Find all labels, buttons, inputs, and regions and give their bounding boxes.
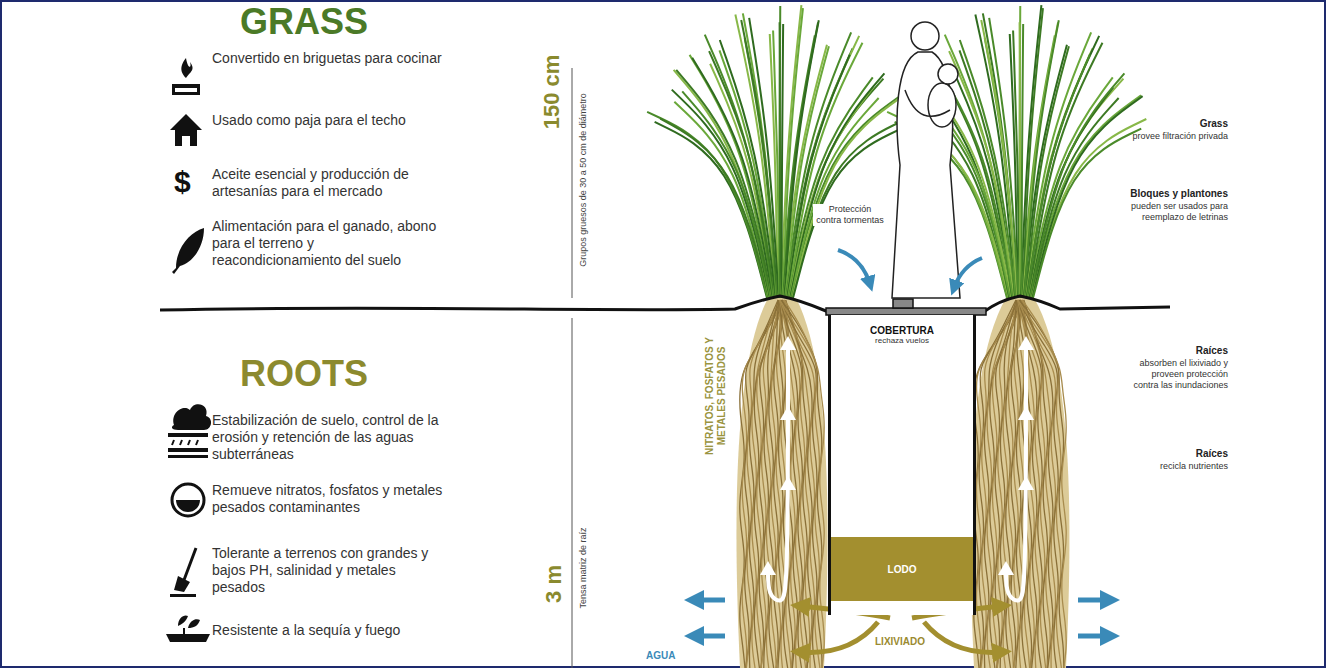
section-heading: GRASS [240,0,368,43]
flow-label: NITRATOS, FOSFATOS Y METALES PESADOS [704,321,728,471]
grass-blade [773,31,780,298]
grass-blade [1031,95,1141,298]
benefit-text: Aceite esencial y producción de artesaní… [212,166,447,200]
grass-blade [1032,96,1142,298]
node-text: COBERTURA [831,325,973,336]
benefit-text: Estabilización de suelo, control de la e… [212,412,447,462]
storm-arrow [838,250,870,284]
ground-line [160,296,1170,311]
benefit-text: Usado como paja para el techo [212,112,447,129]
grass-blade [791,98,878,298]
root-strand [1018,300,1042,668]
uptake-arrow [768,340,788,601]
grass-blade [710,64,772,298]
root-strand [997,300,1022,668]
uptake-arrow [1006,340,1026,601]
arrow-head [1018,476,1034,490]
arrow-head [760,561,776,575]
benefit-text: Convertido en briguetas para cocinar [212,50,447,67]
callout-text: recicla nutrientes [1128,461,1228,472]
root-mass [971,298,1070,668]
callout-text: Protección contra tormentas [813,204,887,226]
dimension-label: 150 cm [539,55,565,130]
root-strand [981,300,1022,668]
pit-cover [826,308,986,315]
sludge-layer: LODO [831,537,973,601]
grass-blade [950,64,1012,298]
arrow-head [1018,336,1034,350]
grass-blade [1019,6,1020,298]
grass-blade [781,24,783,298]
callout-text: absorben el lixiviado y proveen protecci… [1128,358,1228,390]
grass-blade [792,96,902,298]
grass-blade [1032,119,1146,298]
callout-heading: Grass [1128,118,1228,130]
root-strand [780,300,802,668]
callout-text: pueden ser usados para reemplazo de letr… [1128,201,1228,223]
dollar-icon: $ [174,164,191,200]
icons [166,58,211,642]
dimension-line [572,68,573,668]
root-strand [776,300,785,668]
flow-label: LIXIVIADO [873,636,927,648]
grass-blade [792,119,906,298]
arrow-head [1018,406,1034,420]
benefit-text: Alimentación para el ganado, abono para … [212,218,447,268]
arrow-head [780,336,796,350]
callout-heading: Bloques y plantones [1128,188,1228,200]
grass-blade [741,20,777,298]
arrow-head [998,561,1014,575]
grass-blade [789,79,883,298]
root-strand [746,300,784,668]
dimension-label: 3 m [541,565,567,603]
woman-figure [892,22,960,298]
grass-blade [1029,79,1123,298]
arrow-head [780,476,796,490]
grass-blade [779,6,780,298]
grass-blade [790,73,884,298]
grass-blade [981,20,1017,298]
root-mass [736,298,827,668]
dimension-note: Grupos gruesos de 30 a 50 cm de diámetro [578,93,589,267]
callout-heading: Raíces [1128,448,1228,460]
callout-text: provee filtración privada [1128,131,1228,142]
root-strand [1014,300,1023,668]
arrow-head [780,406,796,420]
node-text: rechaza vuelos [831,336,973,345]
section-heading: ROOTS [240,352,368,395]
latrine-pit: COBERTURArechaza vuelosLODO [828,315,976,615]
grass-blade [1031,98,1118,298]
benefit-text: Resistente a la sequía y fuego [212,622,447,639]
pit-seat [893,299,913,308]
root-strand [761,300,784,668]
benefit-text: Tolerante a terrenos con grandes y bajos… [212,545,447,595]
grass-blade [793,129,901,298]
grass-blade [1013,31,1020,298]
dimension-note: Tensa matriz de raíz [578,527,589,608]
grass-blade [1021,24,1023,298]
callout-heading: Raíces [1128,345,1228,357]
benefit-text: Remueve nitratos, fosfatos y metales pes… [212,482,447,516]
flow-label: AGUA [646,650,675,662]
grass-blade [1033,129,1141,298]
node-text: LODO [888,564,917,575]
grass-blade [791,95,901,298]
grass-blade [1030,73,1124,298]
storm-arrow [954,258,982,288]
